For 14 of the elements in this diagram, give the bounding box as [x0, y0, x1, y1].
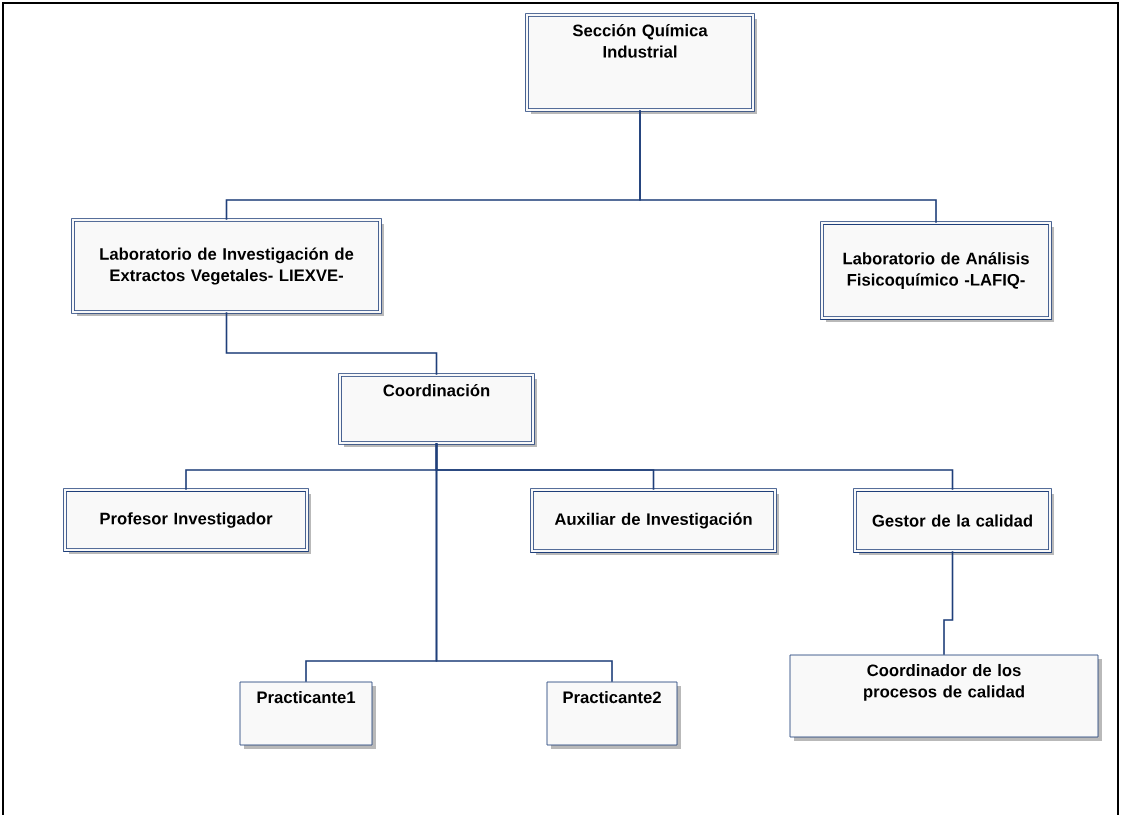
- connector-line: [435, 442, 613, 683]
- org-box: Coordinador de los procesos de calidad: [789, 654, 1102, 741]
- org-box: Laboratorio de Investigación de Extractos Vegetales- LIEXVE-: [71, 218, 384, 316]
- org-box: Gestor de la calidad: [853, 488, 1054, 555]
- connector-line: [943, 550, 954, 656]
- org-box: Practicante2: [546, 681, 681, 749]
- connector-line: [225, 311, 438, 376]
- org-box: Profesor Investigador: [63, 488, 311, 554]
- org-box: Sección Química Industrial: [525, 13, 757, 114]
- org-box: Laboratorio de Análisis Fisicoquímico -LAFIQ-: [820, 221, 1054, 322]
- org-box: Practicante1: [239, 681, 376, 749]
- connector-line: [639, 109, 937, 224]
- org-box: Auxiliar de Investigación: [530, 488, 779, 555]
- org-box: Coordinación: [338, 373, 537, 447]
